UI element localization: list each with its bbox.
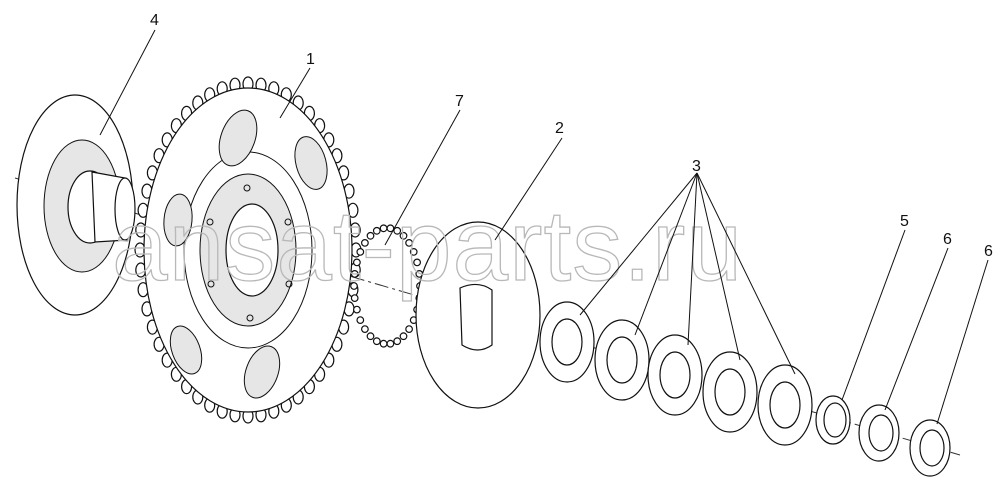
ball-bearing [372,226,381,235]
part-6-nut-a [858,404,900,462]
callout-label-6-second: 6 [984,243,993,260]
callout-label-3: 3 [692,158,701,175]
ball-bearing [350,282,358,290]
ball-bearing [409,247,418,256]
part-2-disc [415,221,541,409]
part-5-ring [815,395,851,445]
callout-label-2: 2 [555,120,564,137]
part-1-sprocket [134,76,362,424]
ball-bearing [350,270,359,278]
ball-bearing [386,224,395,233]
watermark-text: ansat-parts.ru [112,190,743,302]
ball-bearing [393,337,402,346]
callout-label-5: 5 [900,213,909,230]
ball-bearing [405,238,414,247]
ball-bearing [356,316,365,325]
part-3-washers [539,301,813,446]
ball-bearing [399,332,408,341]
part-7-ball-ring [350,224,424,348]
ball-bearing [361,325,369,334]
ball-bearing [356,247,365,256]
ball-bearing [353,258,361,267]
ball-bearing [372,337,381,346]
callout-label-6-first: 6 [943,231,952,248]
ball-bearing [366,231,375,240]
ball-bearing [393,226,402,235]
ball-bearing [386,339,395,348]
part-4-hub [16,94,136,316]
leader-lines [99,29,989,425]
ball-bearing [361,238,369,247]
callout-label-7: 7 [455,93,464,110]
callout-label-1: 1 [306,51,315,68]
ball-bearing [379,339,388,348]
ball-bearing [366,332,375,341]
ball-bearing [399,231,408,240]
ball-bearing [413,258,422,267]
part-6-nut-b [909,419,951,477]
ball-bearing [350,294,359,303]
ball-bearing [353,305,361,314]
ball-bearing [405,325,414,334]
callout-label-4: 4 [150,12,159,29]
